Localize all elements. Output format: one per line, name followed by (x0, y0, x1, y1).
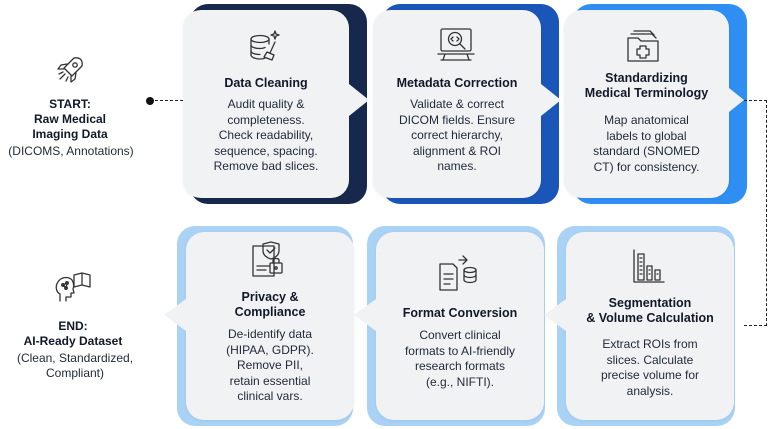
chevron-right-icon (349, 84, 369, 116)
end-subtitle: (Clean, Standardized, Compliant) (16, 351, 134, 380)
step-title: Data Cleaning (224, 76, 308, 90)
step-body: Audit quality & completeness. Check read… (213, 97, 319, 173)
chevron-right-icon (729, 88, 744, 112)
step-card-metadata-correction: Metadata Correction Validate & correct D… (373, 10, 541, 198)
shield-lock-icon (248, 238, 288, 280)
step-body: De-identify data (HIPAA, GDPR). Remove P… (226, 327, 314, 403)
rocket-icon (54, 52, 88, 86)
end-title: END: AI-Ready Dataset (23, 319, 123, 348)
file-conversion-icon (436, 254, 480, 294)
medical-folder-icon (624, 26, 664, 66)
step-card-format-conversion: Format Conversion Convert clinical forma… (376, 232, 544, 420)
start-subtitle: (DICOMS, Annotations) (8, 144, 134, 158)
step-title: Standardizing Medical Terminology (584, 71, 709, 100)
ai-head-book-icon (52, 267, 92, 307)
step-body: Convert clinical formats to AI-friendly … (404, 328, 516, 389)
step-title: Privacy & Compliance (234, 290, 306, 319)
step-card-segmentation: Segmentation & Volume Calculation Extrac… (566, 232, 734, 420)
step-card-privacy: Privacy & Compliance De-identify data (H… (186, 232, 354, 420)
step-body: Validate & correct DICOM fields. Ensure … (398, 97, 516, 173)
chevron-left-icon (164, 299, 186, 331)
step-card-data-cleaning: Data Cleaning Audit quality & completene… (183, 10, 349, 198)
start-title: START: Raw Medical Imaging Data (32, 97, 108, 141)
step-title: Format Conversion (402, 306, 518, 320)
step-body: Extract ROIs from slices. Calculate prec… (600, 337, 700, 398)
start-connector-dot (146, 97, 154, 105)
start-connector-line (155, 100, 183, 101)
step-card-standardizing: Standardizing Medical Terminology Map an… (564, 10, 729, 198)
chevron-left-icon (544, 299, 566, 331)
code-monitor-icon (435, 24, 477, 66)
database-broom-icon (245, 26, 285, 66)
right-connector-line (744, 100, 767, 326)
step-title: Metadata Correction (396, 76, 518, 90)
bar-chart-icon (628, 246, 668, 288)
step-title: Segmentation & Volume Calculation (586, 296, 714, 325)
chevron-left-icon (354, 299, 376, 331)
chevron-right-icon (541, 84, 561, 116)
step-body: Map anatomical labels to global standard… (593, 113, 700, 174)
